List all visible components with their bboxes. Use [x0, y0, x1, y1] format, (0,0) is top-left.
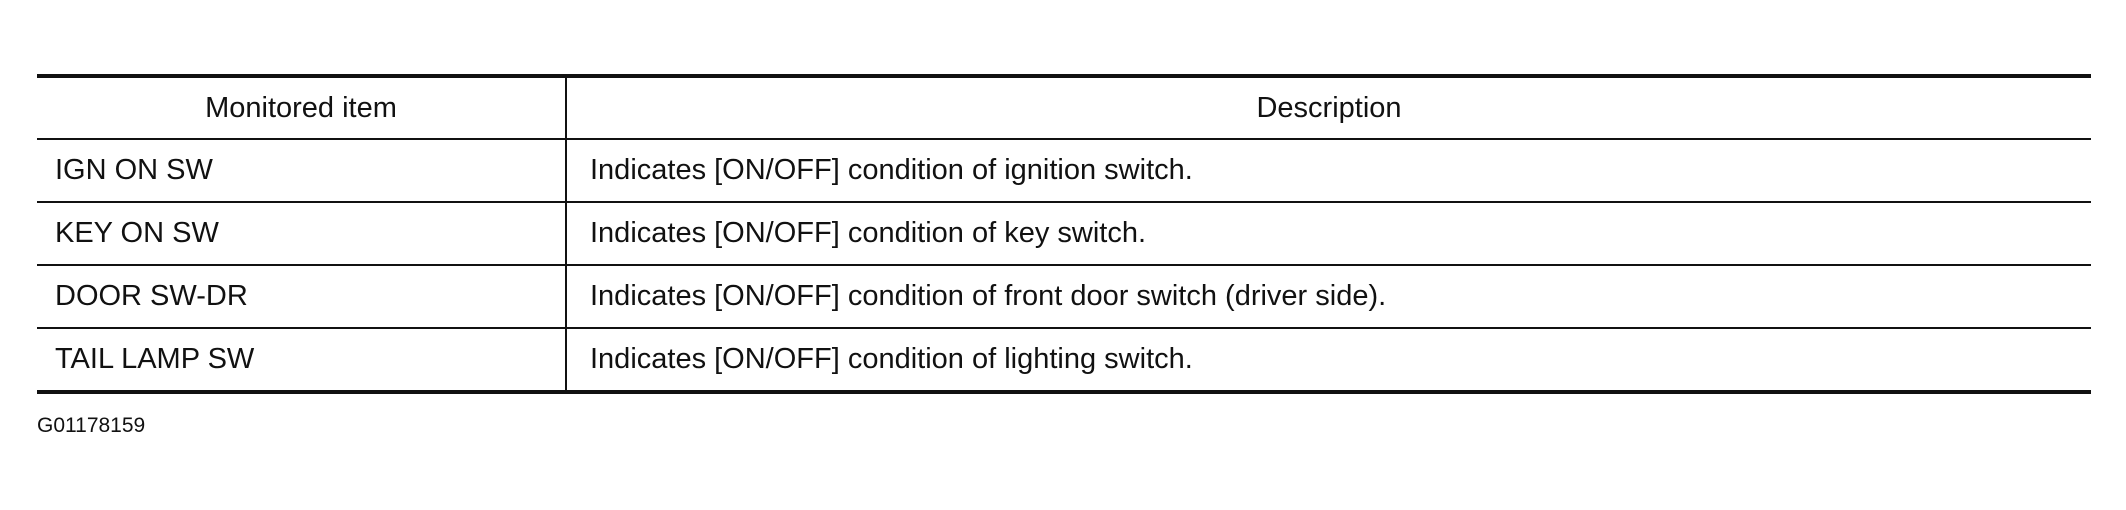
monitored-item-cell: KEY ON SW — [37, 202, 567, 266]
description-cell: Indicates [ON/OFF] condition of lighting… — [590, 343, 1193, 375]
monitored-items-table: Monitored item Description IGN ON SW Ind… — [37, 74, 2091, 394]
monitored-item-cell: DOOR SW-DR — [37, 265, 567, 329]
monitored-item-cell: TAIL LAMP SW — [37, 328, 567, 392]
header-monitored-item: Monitored item — [37, 76, 567, 140]
header-description: Description — [566, 76, 2091, 140]
description-cell: Indicates [ON/OFF] condition of ignition… — [566, 139, 2091, 203]
description-cell: Indicates [ON/OFF] condition of front do… — [566, 265, 2091, 329]
figure-id: G01178159 — [37, 414, 146, 437]
table-row: TAIL LAMP SW Indicates [ON/OFF] conditio… — [37, 328, 2091, 392]
description-cell: Indicates [ON/OFF] condition of key swit… — [566, 202, 2091, 266]
table-header-row: Monitored item Description — [37, 76, 2091, 140]
table-row: KEY ON SW Indicates [ON/OFF] condition o… — [37, 202, 2091, 266]
table-row: DOOR SW-DR Indicates [ON/OFF] condition … — [37, 265, 2091, 329]
table-row: IGN ON SW Indicates [ON/OFF] condition o… — [37, 139, 2091, 203]
monitored-item-cell: IGN ON SW — [37, 139, 567, 203]
